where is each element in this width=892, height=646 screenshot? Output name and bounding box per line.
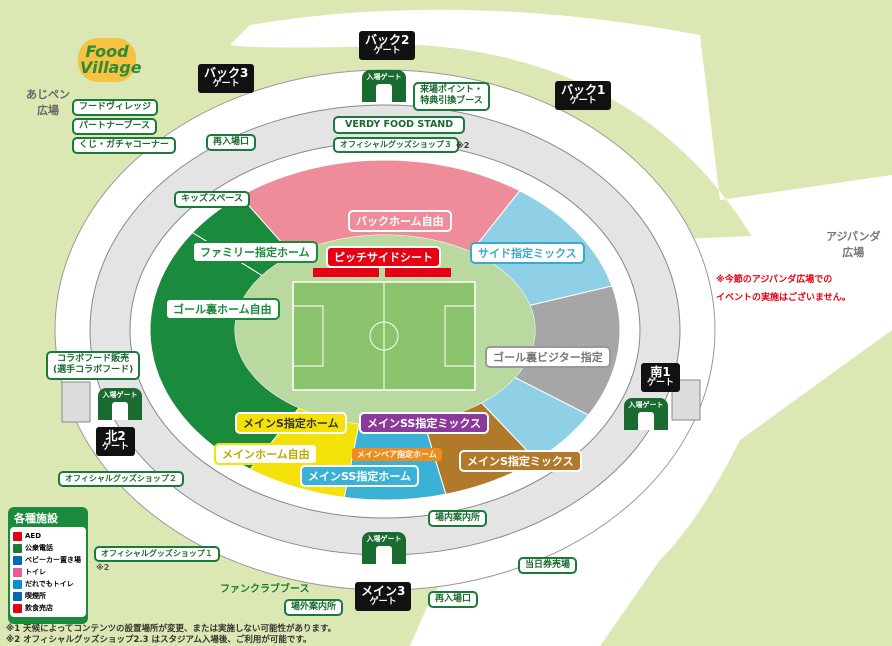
section-main-home[interactable]: メインホーム自由 [214,443,318,465]
center-circle [369,321,399,351]
fanclub-booth-label: ファンクラブブース [220,584,310,595]
food-icon [13,603,22,613]
penalty-box-right [444,305,476,367]
section-main-ss-home[interactable]: メインSS指定ホーム [300,465,420,487]
section-back-home[interactable]: バックホーム自由 [348,210,452,232]
reentry-top-label[interactable]: 再入場口 [206,134,257,152]
section-goal-visitor[interactable]: ゴール裏ビジター指定 [485,346,611,368]
section-main-ss-mix[interactable]: メインSS指定ミックス [359,412,490,434]
legend-label: 喫煙所 [25,592,46,600]
phone-icon [13,543,22,553]
section-pitchside[interactable]: ピッチサイドシート [326,246,441,268]
verdy-food-stand-label[interactable]: VERDY FOOD STAND [333,116,466,134]
section-main-s-home[interactable]: メインS指定ホーム [235,412,347,434]
kuji-corner-label[interactable]: くじ・ガチャコーナー [72,137,176,155]
section-main-pair-home[interactable]: メインペア指定ホーム [352,448,442,461]
aed-icon [13,531,22,541]
section-main-s-mix[interactable]: メインS指定ミックス [459,450,582,472]
legend-title: 各種施設 [14,512,58,525]
legend-item: 飲食売店 [13,602,83,614]
legend-label: ベビーカー置き場 [25,556,81,564]
legend-item: トイレ [13,566,83,578]
shop3-note: ※2 [456,141,470,150]
facility-legend: 各種施設 AED 公衆電話ベビーカー置き場トイレだれでもトイレ喫煙所飲食売店 [8,507,88,624]
ajipen-plaza-label: あじペン 広場 [26,88,70,117]
section-side-mix[interactable]: サイド指定ミックス [470,242,585,264]
shop1-note: ※2 [96,563,110,572]
ajipanda-notice-2: イベントの実施はございません。 [716,293,851,303]
entry-gate-north[interactable]: 入場ゲート [98,388,142,420]
entry-gate-south[interactable]: 入場ゲート [624,398,668,430]
entry-gate-back[interactable]: 入場ゲート [362,70,406,102]
road [230,9,892,250]
ajipanda-plaza-label: アジパンダ 広場 [826,230,881,259]
pitchside-seat-right [385,268,451,277]
shop1-label[interactable]: オフィシャルグッズショップ１ [94,546,220,562]
info-outside-label[interactable]: 場外案内所 [284,599,344,617]
legend-label: 飲食売店 [25,604,53,612]
reentry-bottom-label[interactable]: 再入場口 [428,591,479,609]
food-village-label[interactable]: フードヴィレッジ [72,99,159,117]
legend-label: 公衆電話 [25,544,53,552]
smoking-icon [13,591,22,601]
footnote-1: ※1 天候によってコンテンツの設置場所が変更、または実施しない可能性があります。 [6,624,337,634]
ajipanda-notice: ※今節のアジパンダ広場での [716,275,833,285]
pitchside-seat-left [313,268,379,277]
legend-item: AED [13,530,83,542]
legend-item: 喫煙所 [13,590,83,602]
footnote-2: ※2 オフィシャルグッズショップ2.3 はスタジアム入場後、ご利用が可能です。 [6,635,312,645]
entry-gate-main[interactable]: 入場ゲート [362,532,406,564]
toilet-icon [13,567,22,577]
legend-label: だれでもトイレ [25,580,74,588]
accessible-toilet-icon [13,579,22,589]
legend-item: ベビーカー置き場 [13,554,83,566]
info-inside-label[interactable]: 場内案内所 [428,510,488,528]
bleacher-north [61,381,91,423]
kids-space-label[interactable]: キッズスペース [174,191,250,209]
section-goal-home[interactable]: ゴール裏ホーム自由 [165,298,280,320]
points-booth-label[interactable]: 来場ポイント・ 特典引換ブース [413,82,491,111]
legend-label: トイレ [25,568,46,576]
food-village-logo: Food Village [78,38,142,82]
legend-item: だれでもトイレ [13,578,83,590]
shop3-label[interactable]: オフィシャルグッズショップ３ [333,137,459,153]
ticket-booth-label[interactable]: 当日券売場 [518,557,578,575]
shop2-label[interactable]: オフィシャルグッズショップ２ [58,471,184,487]
section-family[interactable]: ファミリー指定ホーム [192,241,318,263]
penalty-box-left [292,305,324,367]
legend-item: 公衆電話 [13,542,83,554]
stroller-icon [13,555,22,565]
collab-food-label[interactable]: コラボフード販売 (選手コラボフード) [46,351,141,380]
legend-label: AED [25,532,42,540]
partner-booth-label[interactable]: パートナーブース [72,118,158,136]
